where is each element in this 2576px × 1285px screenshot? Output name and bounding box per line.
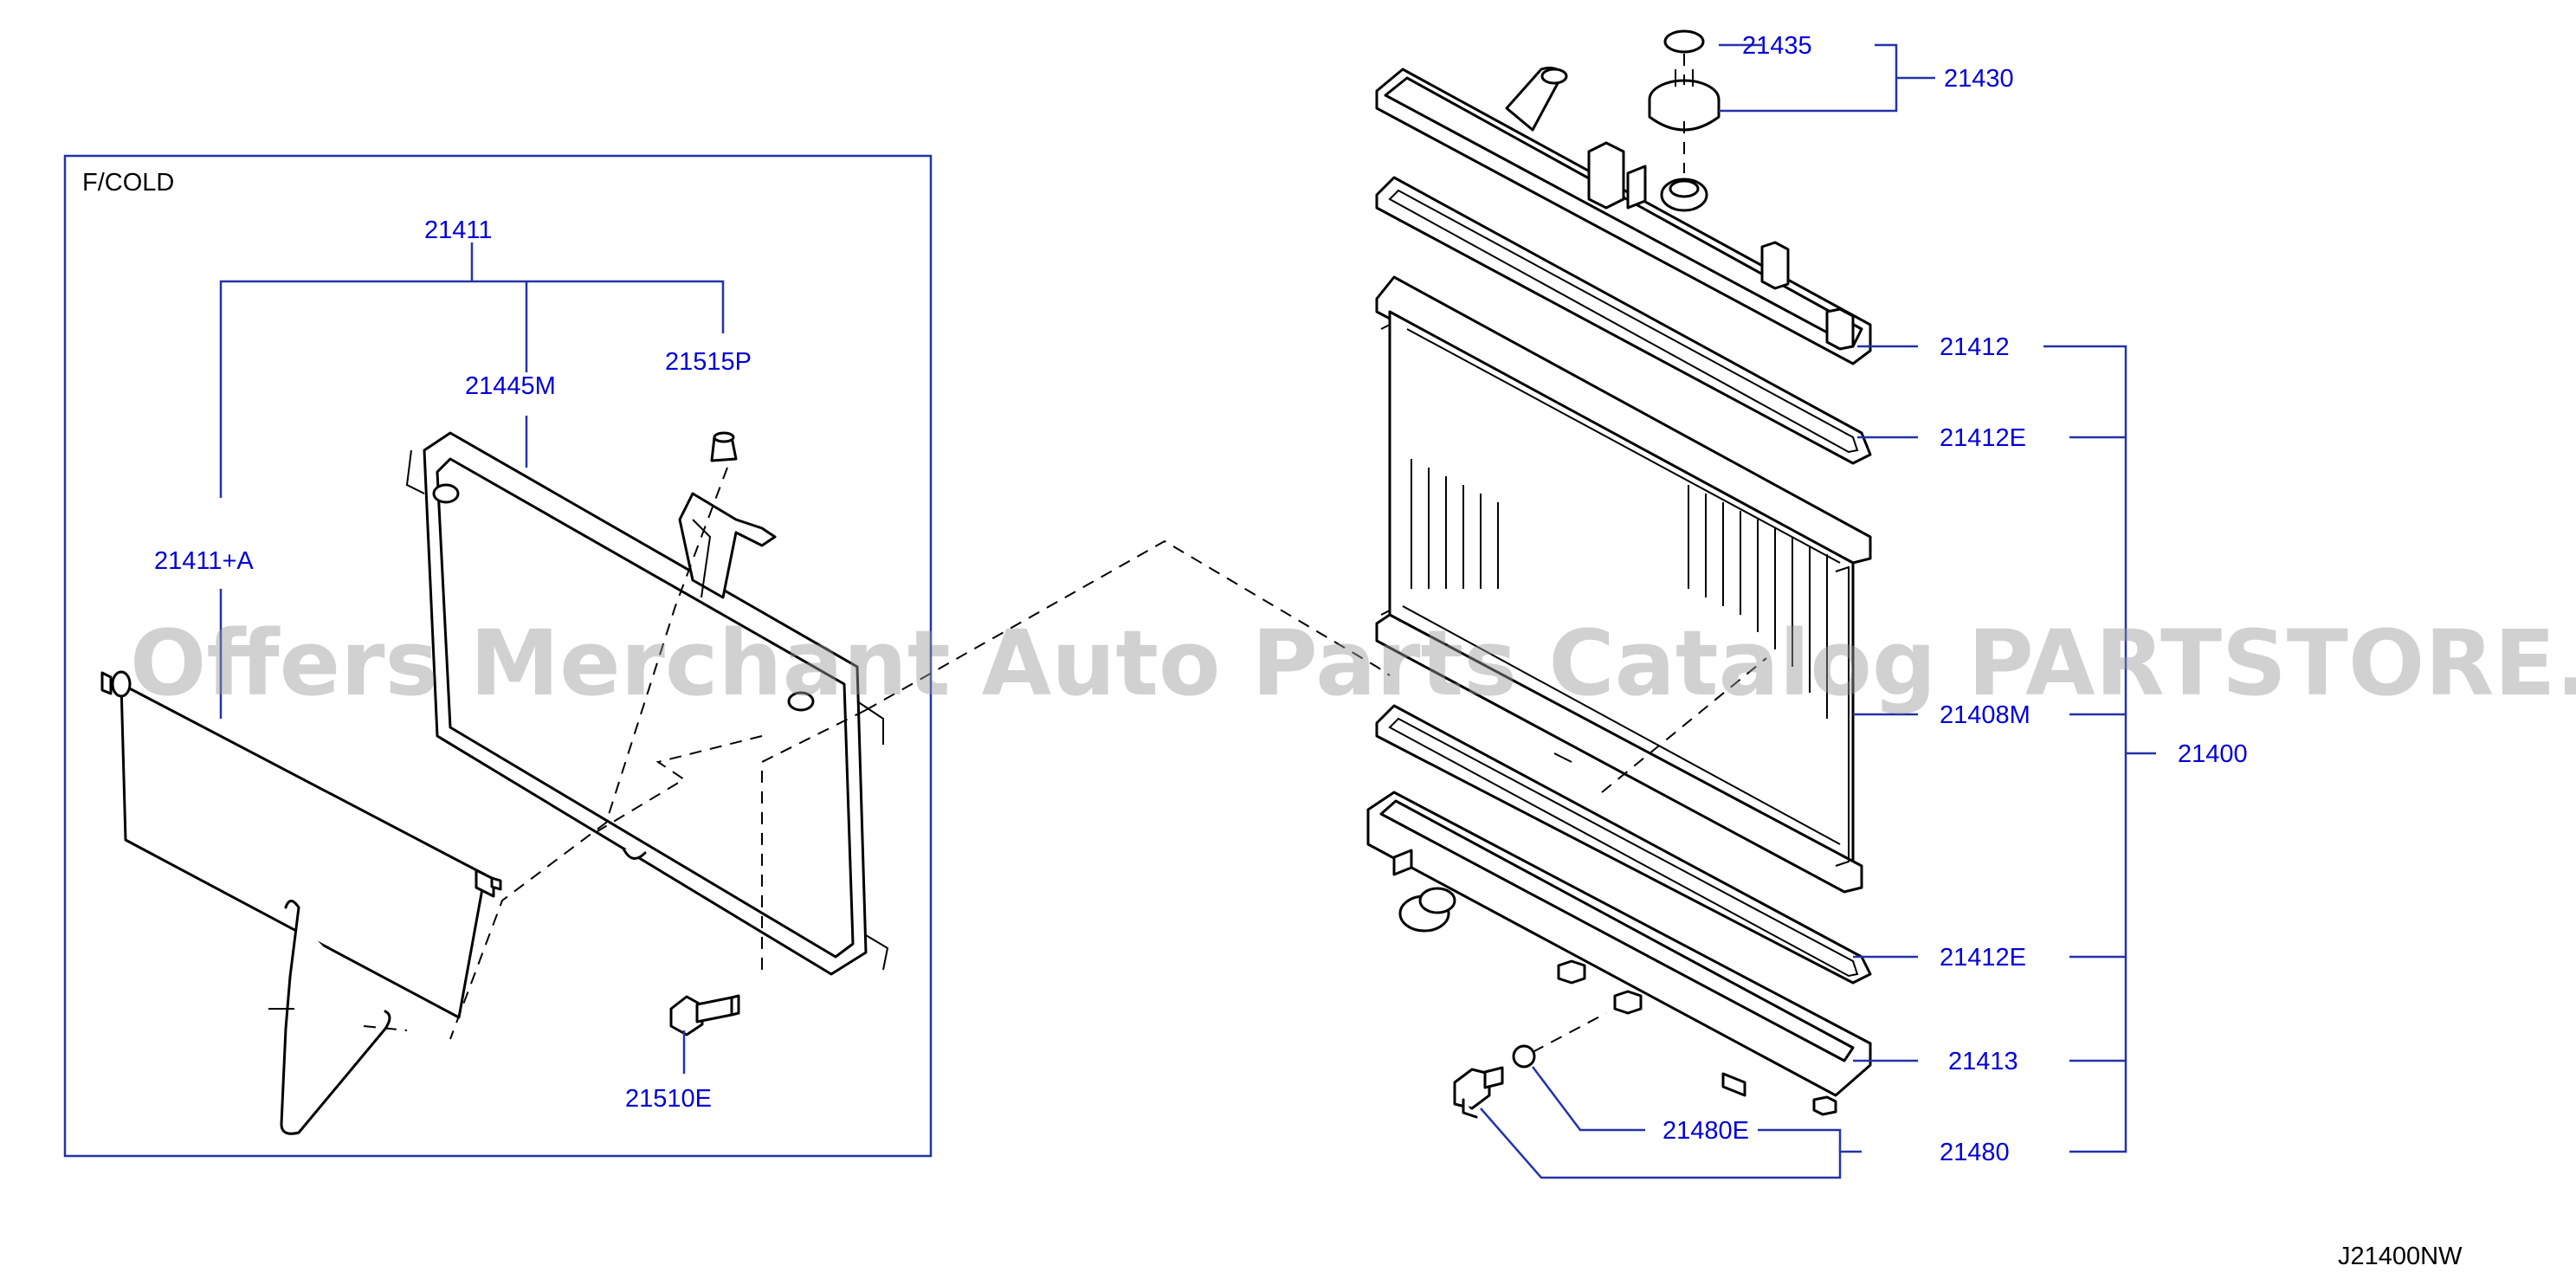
radiator-core-21408M[interactable] bbox=[1375, 275, 1872, 894]
cap-seal-21435[interactable] bbox=[1663, 29, 1705, 54]
label-21411A[interactable]: 21411+A bbox=[154, 547, 254, 575]
label-21408M[interactable]: 21408M bbox=[1940, 701, 2030, 729]
drain-seal-21480E[interactable] bbox=[1512, 1044, 1536, 1069]
upper-tank-21412[interactable] bbox=[1375, 66, 1872, 365]
label-21480E[interactable]: 21480E bbox=[1662, 1117, 1749, 1145]
label-21480[interactable]: 21480 bbox=[1940, 1139, 2010, 1166]
drawing-code: J21400NW bbox=[2338, 1243, 2463, 1270]
label-21412E-lower[interactable]: 21412E bbox=[1940, 944, 2026, 972]
watermark-text: Offers Merchant Auto Parts Catalog PARTS… bbox=[130, 610, 2576, 716]
inset-frame bbox=[63, 154, 933, 1158]
fan-panel-21411A[interactable] bbox=[100, 670, 502, 1135]
drain-cock-21480[interactable] bbox=[1453, 1066, 1504, 1119]
label-21412E-upper[interactable]: 21412E bbox=[1940, 424, 2026, 452]
inset-title: F/COLD bbox=[82, 169, 174, 197]
label-21413[interactable]: 21413 bbox=[1948, 1048, 2018, 1075]
upper-gasket-21412E[interactable] bbox=[1375, 176, 1872, 465]
label-21400[interactable]: 21400 bbox=[2178, 740, 2248, 768]
label-21411[interactable]: 21411 bbox=[424, 216, 493, 244]
lower-tank-21413[interactable] bbox=[1366, 791, 1872, 1116]
label-21435[interactable]: 21435 bbox=[1742, 32, 1812, 60]
label-21515P[interactable]: 21515P bbox=[665, 348, 752, 376]
label-21430[interactable]: 21430 bbox=[1944, 65, 2014, 93]
label-21510E[interactable]: 21510E bbox=[625, 1085, 712, 1113]
bolt-21510E[interactable] bbox=[669, 994, 740, 1036]
clip-21515P[interactable] bbox=[678, 431, 777, 599]
label-21445M[interactable]: 21445M bbox=[465, 372, 556, 400]
lower-gasket-21412E[interactable] bbox=[1375, 704, 1872, 985]
label-21412-upper-tank[interactable]: 21412 bbox=[1940, 333, 2010, 361]
